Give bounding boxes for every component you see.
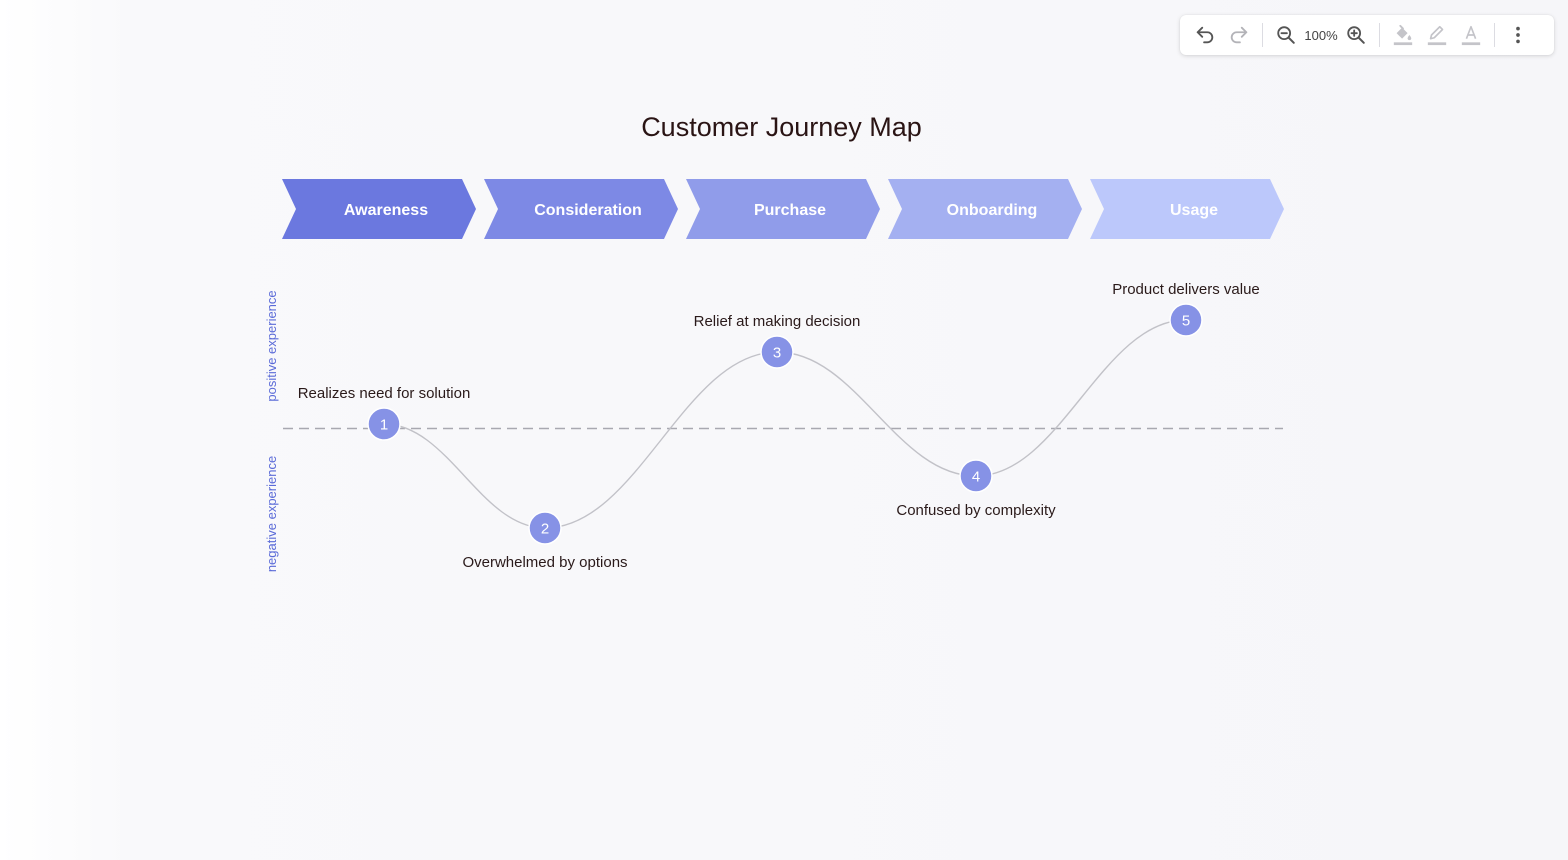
point-marker	[367, 407, 401, 441]
editor-toolbar: 100%	[1180, 15, 1554, 55]
fill-color-button[interactable]	[1386, 19, 1420, 51]
stage-chevron	[1090, 179, 1284, 239]
toolbar-divider	[1494, 23, 1495, 47]
experience-axis: positive experience negative experience	[264, 290, 1283, 572]
undo-button[interactable]	[1188, 19, 1222, 51]
journey-point-1[interactable]: 1 Realizes need for solution	[298, 385, 471, 441]
stage-chevron	[686, 179, 880, 239]
line-color-icon	[1427, 25, 1447, 46]
journey-point-3[interactable]: 3 Relief at making decision	[694, 313, 861, 369]
stage-consideration[interactable]: Consideration	[484, 179, 678, 239]
zoom-out-button[interactable]	[1269, 19, 1303, 51]
stage-label: Awareness	[344, 202, 428, 219]
point-number: 4	[972, 469, 980, 486]
more-vert-icon	[1516, 26, 1520, 44]
axis-label-negative: negative experience	[264, 456, 279, 572]
diagram-title: Customer Journey Map	[641, 112, 922, 142]
stage-purchase[interactable]: Purchase	[686, 179, 880, 239]
point-marker	[760, 335, 794, 369]
axis-label-positive: positive experience	[264, 290, 279, 401]
text-color-icon	[1461, 25, 1481, 46]
stage-label: Consideration	[534, 202, 642, 219]
stage-label: Purchase	[754, 202, 826, 219]
stage-label: Usage	[1170, 202, 1218, 219]
point-label: Product delivers value	[1112, 281, 1260, 298]
stage-chevron	[888, 179, 1082, 239]
point-marker	[528, 511, 562, 545]
point-number: 3	[773, 345, 781, 362]
zoom-in-button[interactable]	[1339, 19, 1373, 51]
point-number: 1	[380, 417, 388, 434]
stage-onboarding[interactable]: Onboarding	[888, 179, 1082, 239]
stage-awareness[interactable]: Awareness	[282, 179, 476, 239]
zoom-level: 100%	[1304, 27, 1338, 43]
point-number: 5	[1182, 313, 1190, 330]
stage-label: Onboarding	[947, 202, 1038, 219]
more-options-button[interactable]	[1501, 19, 1535, 51]
stage-usage[interactable]: Usage	[1090, 179, 1284, 239]
point-marker	[959, 459, 993, 493]
toolbar-divider	[1379, 23, 1380, 47]
text-color-button[interactable]	[1454, 19, 1488, 51]
redo-button[interactable]	[1222, 19, 1256, 51]
point-label: Realizes need for solution	[298, 385, 471, 402]
zoom-in-icon	[1347, 26, 1365, 44]
undo-icon	[1196, 26, 1214, 44]
toolbar-divider	[1262, 23, 1263, 47]
journey-point-5[interactable]: 5 Product delivers value	[1112, 281, 1260, 337]
redo-icon	[1230, 26, 1248, 44]
fill-color-icon	[1393, 24, 1413, 46]
point-label: Relief at making decision	[694, 313, 861, 330]
stage-chevron	[282, 179, 476, 239]
point-number: 2	[541, 521, 549, 538]
zoom-out-icon	[1277, 26, 1295, 44]
journey-stages: Awareness Consideration Purchase Onboarding…	[282, 179, 1284, 239]
stage-chevron	[484, 179, 678, 239]
journey-points: 1 Realizes need for solution 2Overwhelmed …	[298, 281, 1260, 571]
point-label: Confused by complexity	[896, 502, 1056, 519]
point-marker	[1169, 303, 1203, 337]
point-label: Overwhelmed by options	[462, 554, 627, 571]
line-color-button[interactable]	[1420, 19, 1454, 51]
